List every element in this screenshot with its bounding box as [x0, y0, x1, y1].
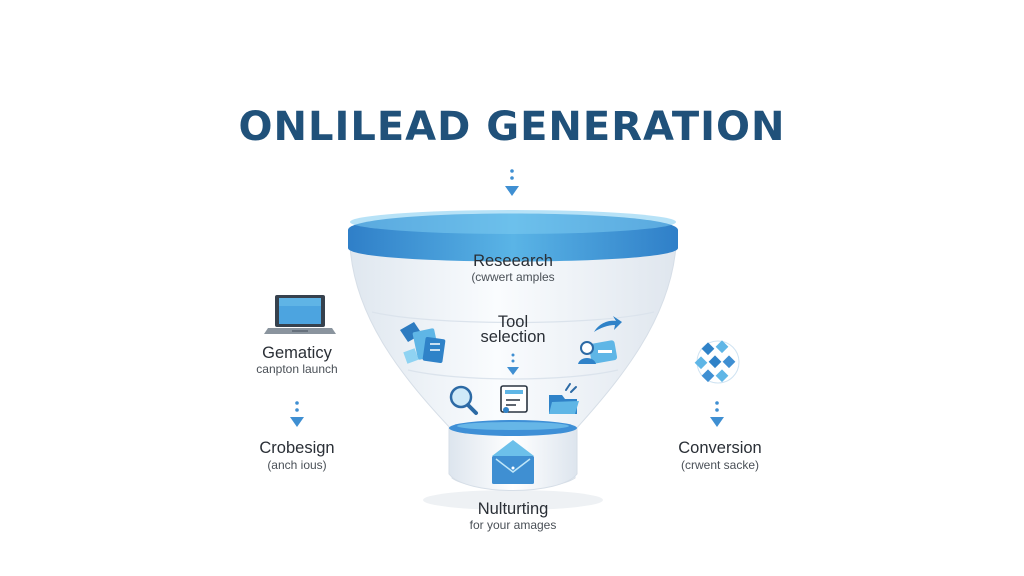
nurturing-sublabel: for your amages: [469, 518, 557, 532]
research-sublabel: (cwwert amples: [471, 270, 555, 284]
tool-selection-label-line2: selection: [480, 328, 546, 346]
arrow-down-icon: [505, 169, 519, 196]
magnifier-icon: [449, 385, 478, 415]
crobesign-sublabel: (anch ious): [267, 458, 327, 472]
page-title: ONLILEAD GENERATION: [238, 104, 786, 150]
conversion-sublabel: (crwent sacke): [680, 458, 760, 472]
funnel-shadow: [423, 490, 603, 510]
laptop-icon: [264, 295, 336, 334]
person-card-icon: [578, 340, 618, 364]
funnel-rim: [348, 210, 678, 262]
envelope-icon: [492, 440, 534, 484]
crobesign-label: Crobesign: [259, 439, 335, 457]
arrow-down-icon: [290, 401, 304, 427]
funnel-divider-2: [407, 369, 619, 380]
share-arrow-icon: [594, 316, 622, 332]
arrow-down-icon: [507, 353, 519, 375]
gematicy-sublabel: canpton launch: [256, 362, 338, 376]
funnel-divider-1: [371, 311, 655, 324]
nurturing-label: Nulturting: [477, 500, 549, 518]
globe-icon: [694, 340, 740, 384]
document-stack-icon: [400, 322, 446, 364]
arrow-down-icon: [710, 401, 724, 427]
checklist-icon: [500, 385, 528, 413]
research-label: Reseearch: [473, 252, 553, 270]
tool-selection-label-line1: Tool: [497, 313, 529, 331]
folder-icon: [549, 383, 579, 414]
conversion-label: Conversion: [678, 439, 762, 457]
gematicy-label: Gematicy: [262, 344, 332, 362]
